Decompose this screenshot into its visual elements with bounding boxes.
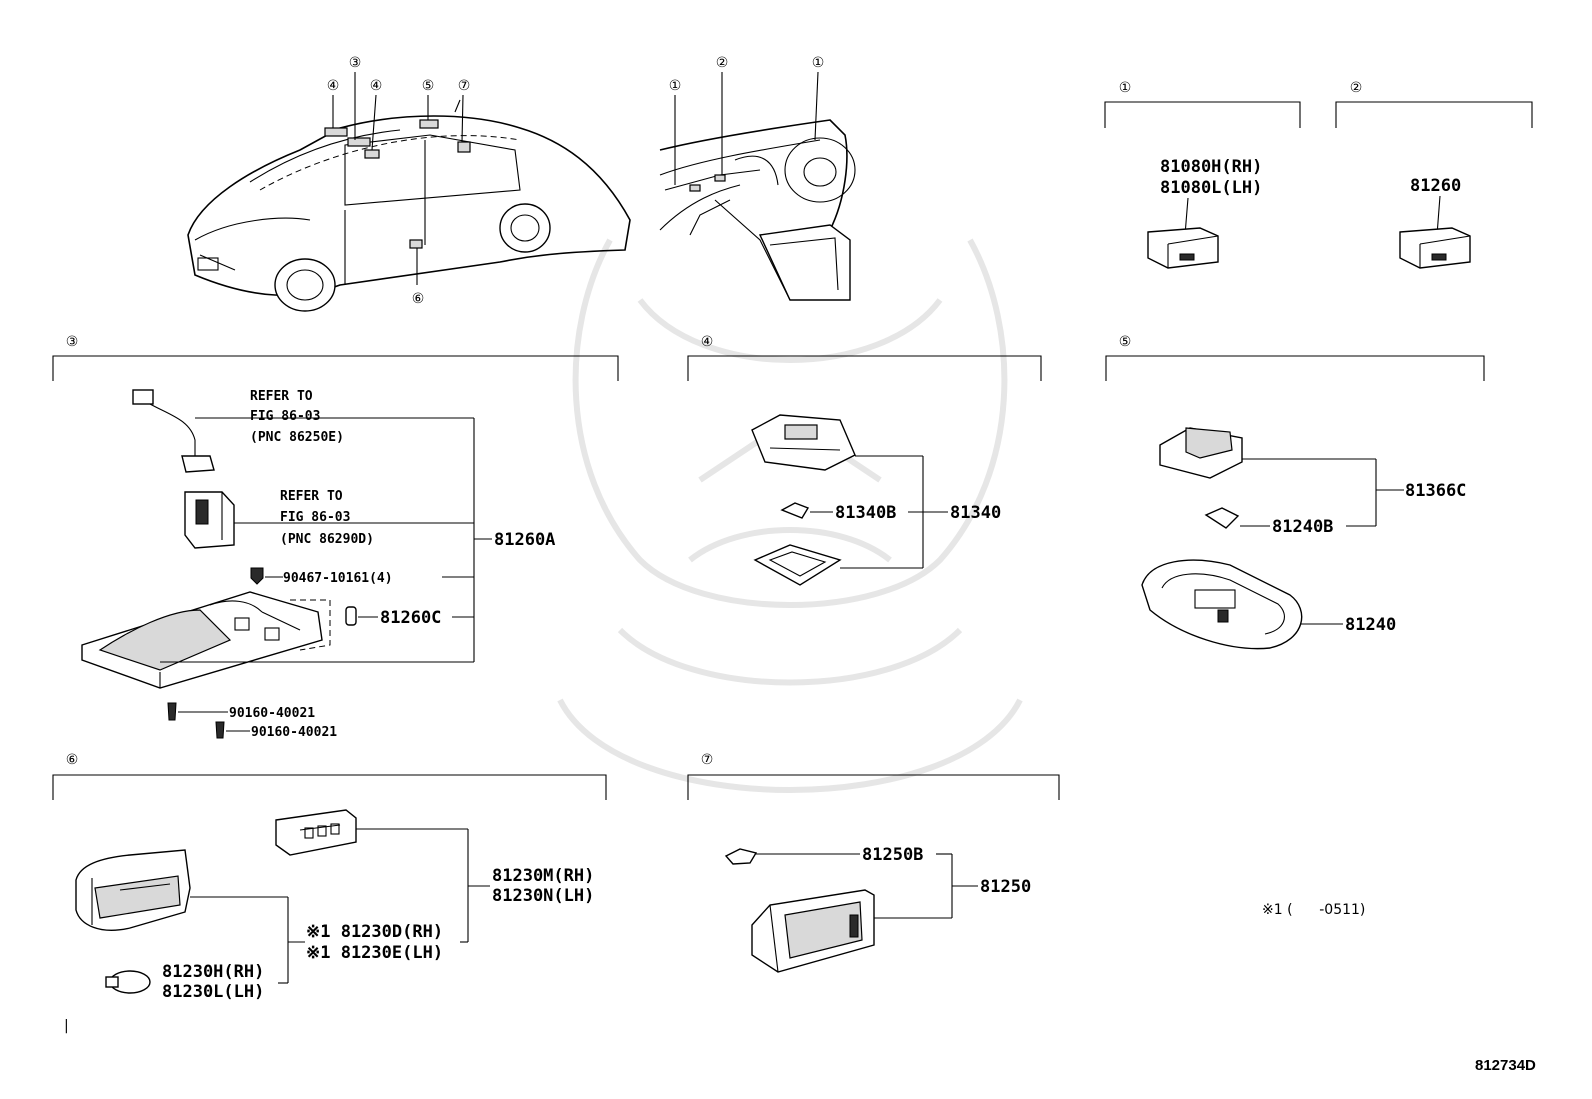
dashboard-drawing bbox=[659, 119, 856, 301]
refer-2-line-2: FIG 86-03 bbox=[280, 510, 350, 525]
label-81230d: ※1 81230D(RH) bbox=[306, 922, 443, 942]
label-81240b: 81240B bbox=[1272, 517, 1333, 537]
car-overview: ④ ③ ④ ⑤ ⑦ ⑥ bbox=[187, 55, 631, 312]
section-3: ③ REFER TO FIG 86-03 (PNC 86250E) REFER … bbox=[52, 334, 619, 740]
screw-1 bbox=[167, 702, 177, 721]
car-body-drawing bbox=[187, 99, 631, 312]
label-81340b: 81340B bbox=[835, 503, 896, 523]
clip-90467 bbox=[250, 567, 264, 585]
label-90160-b: 90160-40021 bbox=[251, 725, 337, 740]
section-6-marker: ⑥ bbox=[66, 752, 79, 768]
section-3-marker: ③ bbox=[66, 334, 79, 350]
label-81250: 81250 bbox=[980, 877, 1031, 897]
bulb-81340b bbox=[780, 502, 810, 519]
label-81230h: 81230H(RH) bbox=[162, 962, 264, 982]
map-lamp-housing bbox=[81, 591, 331, 689]
car-marker-1: ④ bbox=[327, 78, 340, 94]
label-81080h: 81080H(RH) bbox=[1160, 157, 1262, 177]
bulb-81240b bbox=[1204, 507, 1240, 529]
label-81230n: 81230N(LH) bbox=[492, 886, 594, 906]
label-81230m: 81230M(RH) bbox=[492, 866, 594, 886]
refer-2-line-1: REFER TO bbox=[280, 489, 343, 504]
section-5: ⑤ 81240B 81366C 81240 bbox=[1105, 334, 1485, 650]
footnote: ※1 ( -0511) bbox=[1262, 902, 1365, 918]
label-90467: 90467-10161(4) bbox=[283, 571, 393, 586]
section-6: ⑥ 81230M(RH) 81230N(LH) ※1 81230D(RH) ※1… bbox=[52, 752, 607, 1002]
section-4-marker: ④ bbox=[701, 334, 714, 350]
car-marker-3: ④ bbox=[370, 78, 383, 94]
bulb-81260c bbox=[345, 606, 357, 626]
section-7-marker: ⑦ bbox=[701, 752, 714, 768]
section-4: ④ 81340B 81340 bbox=[687, 334, 1042, 586]
holder-81230m bbox=[275, 809, 357, 856]
lens-81240 bbox=[1141, 559, 1303, 650]
figure-code: 812734D bbox=[1475, 1057, 1536, 1074]
car-marker-2: ③ bbox=[349, 55, 362, 71]
screw-2 bbox=[215, 721, 225, 739]
car-marker-5: ⑦ bbox=[458, 78, 471, 94]
label-81366c: 81366C bbox=[1405, 481, 1466, 501]
dashboard-markers: ① ② ① bbox=[669, 55, 825, 185]
dome-lamp-81340 bbox=[751, 414, 856, 471]
tick-mark: | bbox=[64, 1018, 69, 1034]
socket-81366c bbox=[1159, 427, 1243, 479]
bulb-81230h bbox=[105, 970, 151, 994]
car-markers: ④ ③ ④ ⑤ ⑦ ⑥ bbox=[327, 55, 471, 307]
section-1-marker: ① bbox=[1119, 80, 1132, 96]
section-2: ② 81260 bbox=[1335, 80, 1533, 269]
lens-81340 bbox=[753, 544, 842, 586]
dash-marker-1: ① bbox=[669, 78, 682, 94]
refer-1-line-2: FIG 86-03 bbox=[250, 409, 320, 424]
lamp-81250 bbox=[751, 889, 875, 973]
section-1: ① 81080H(RH) 81080L(LH) bbox=[1104, 80, 1301, 269]
section-7: ⑦ 81250B 81250 bbox=[687, 752, 1060, 973]
car-marker-4: ⑤ bbox=[422, 78, 435, 94]
section-2-marker: ② bbox=[1350, 80, 1363, 96]
label-81340: 81340 bbox=[950, 503, 1001, 523]
dash-marker-3: ① bbox=[812, 55, 825, 71]
label-81230e: ※1 81230E(LH) bbox=[306, 943, 443, 963]
label-81260c: 81260C bbox=[380, 608, 441, 628]
label-81260a: 81260A bbox=[494, 530, 555, 550]
module-86290d bbox=[184, 491, 235, 549]
label-81080l: 81080L(LH) bbox=[1160, 178, 1262, 198]
bulb-81250b bbox=[724, 848, 758, 865]
label-81240: 81240 bbox=[1345, 615, 1396, 635]
refer-1-line-1: REFER TO bbox=[250, 389, 313, 404]
car-marker-6: ⑥ bbox=[412, 291, 425, 307]
label-90160-a: 90160-40021 bbox=[229, 706, 315, 721]
section-5-marker: ⑤ bbox=[1119, 334, 1132, 350]
refer-1-line-3: (PNC 86250E) bbox=[250, 430, 344, 445]
label-81260: 81260 bbox=[1410, 176, 1461, 196]
dash-marker-2: ② bbox=[716, 55, 729, 71]
lamp-switch-81260 bbox=[1399, 227, 1471, 269]
dashboard-overview: ① ② ① bbox=[659, 55, 856, 301]
watermark-emblem bbox=[557, 238, 1023, 793]
sensor-connector bbox=[132, 389, 215, 473]
refer-2-line-3: (PNC 86290D) bbox=[280, 532, 374, 547]
label-81230l: 81230L(LH) bbox=[162, 982, 264, 1002]
lamp-switch-81080 bbox=[1147, 227, 1219, 269]
label-81250b: 81250B bbox=[862, 845, 923, 865]
courtesy-lamp-81230d bbox=[75, 849, 191, 931]
